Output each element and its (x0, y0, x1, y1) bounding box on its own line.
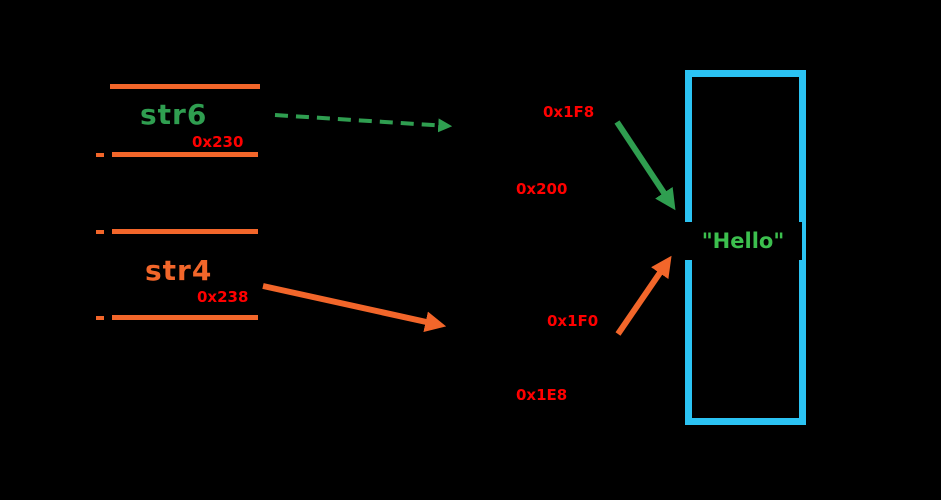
pointer-address-3: 0x1F0 (547, 312, 599, 330)
stack-frame-line-bottom (112, 315, 258, 320)
string-value-box: "Hello" (684, 222, 802, 260)
variable-str4-label: str4 (145, 254, 213, 287)
stack-tick-4 (96, 316, 104, 320)
stack-tick-2 (96, 153, 104, 157)
stack-tick-3 (96, 230, 104, 234)
str4-to-pointer-arrow (262, 283, 447, 333)
variable-str6-address: 0x230 (192, 133, 244, 151)
pointer-address-4: 0x1E8 (516, 386, 568, 404)
string-value: "Hello" (701, 229, 785, 253)
pointer-address-2: 0x200 (516, 180, 568, 198)
pointer-to-string-green-arrow (614, 120, 676, 211)
variable-str6-label: str6 (140, 98, 208, 131)
variable-str4-address: 0x238 (197, 288, 249, 306)
stack-frame-line-top (110, 84, 260, 89)
stack-frame-line-3 (112, 229, 258, 234)
str6-to-pointer-arrow (274, 113, 453, 133)
stack-frame-line-2 (112, 152, 258, 157)
pointer-to-string-orange-arrow (615, 255, 672, 336)
pointer-address-1: 0x1F8 (543, 103, 595, 121)
